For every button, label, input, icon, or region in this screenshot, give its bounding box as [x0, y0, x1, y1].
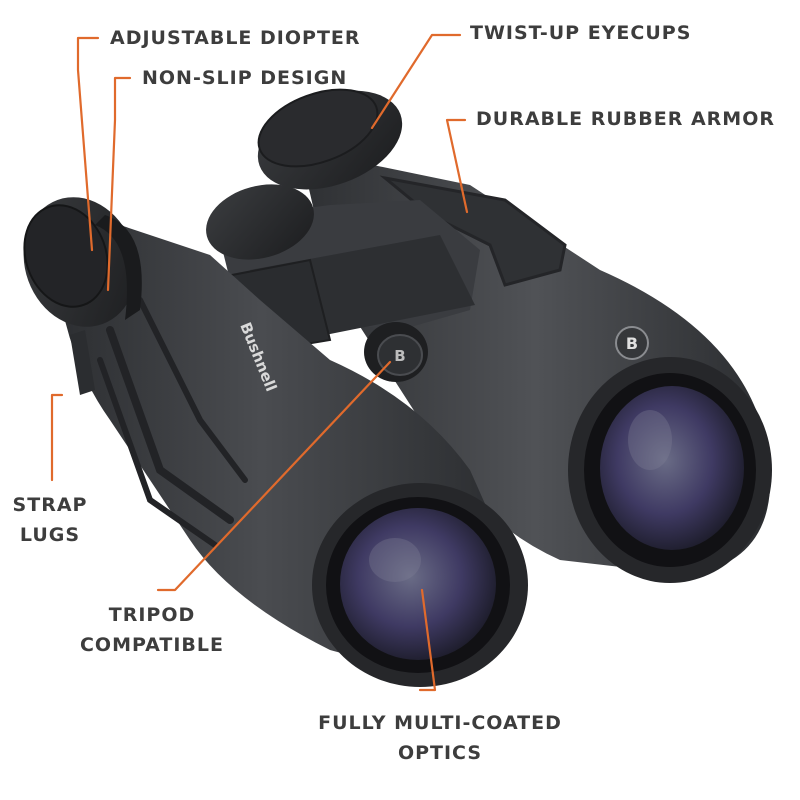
callout-tripod-compatible-line-1: TRIPOD [108, 604, 196, 626]
leader-tripod-compatible [156, 360, 392, 592]
leader-lines [50, 33, 469, 692]
leader-non-slip-design [106, 76, 132, 292]
callout-twist-up-eyecups: TWIST-UP EYECUPS [470, 22, 692, 44]
leader-fully-multi-coated-optics [418, 588, 437, 692]
callout-tripod-compatible-line-2: COMPATIBLE [79, 634, 224, 656]
callout-durable-rubber-armor: DURABLE RUBBER ARMOR [476, 108, 775, 130]
left-barrel [23, 197, 528, 687]
leader-strap-lugs [50, 393, 64, 482]
callout-tripod-compatible: TRIPOD COMPATIBLE [72, 600, 232, 660]
brand-badge-letter: B [626, 334, 638, 353]
focus-wheel-letter: B [394, 347, 405, 365]
leader-twist-up-eyecups [370, 33, 462, 130]
leader-adjustable-diopter [76, 36, 100, 252]
callout-non-slip-design: NON-SLIP DESIGN [142, 67, 348, 89]
callout-strap-lugs: STRAP LUGS [10, 490, 90, 550]
callout-optics-line-2: OPTICS [397, 742, 483, 764]
leader-durable-rubber-armor [445, 118, 469, 214]
callout-optics-line-1: FULLY MULTI-COATED [318, 712, 562, 734]
callout-fully-multi-coated-optics: FULLY MULTI-COATED OPTICS [300, 708, 580, 768]
callout-strap-lugs-line-2: LUGS [19, 524, 81, 546]
callout-adjustable-diopter: ADJUSTABLE DIOPTER [110, 27, 361, 49]
callout-strap-lugs-line-1: STRAP [12, 494, 88, 516]
